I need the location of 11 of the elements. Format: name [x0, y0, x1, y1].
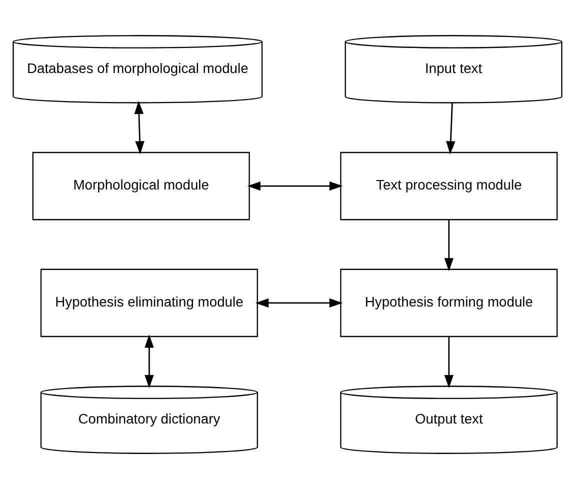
arrow — [446, 102, 456, 154]
node-box: Text processing module — [340, 151, 558, 220]
arrow — [444, 219, 454, 271]
arrow — [444, 336, 454, 388]
arrow — [255, 298, 343, 308]
arrow — [134, 100, 144, 154]
arrow — [247, 180, 343, 190]
node-box: Morphological module — [32, 151, 250, 220]
node-box: Hypothesis eliminating module — [40, 268, 258, 337]
node-box: Hypothesis forming module — [340, 268, 558, 337]
arrow — [144, 334, 154, 388]
